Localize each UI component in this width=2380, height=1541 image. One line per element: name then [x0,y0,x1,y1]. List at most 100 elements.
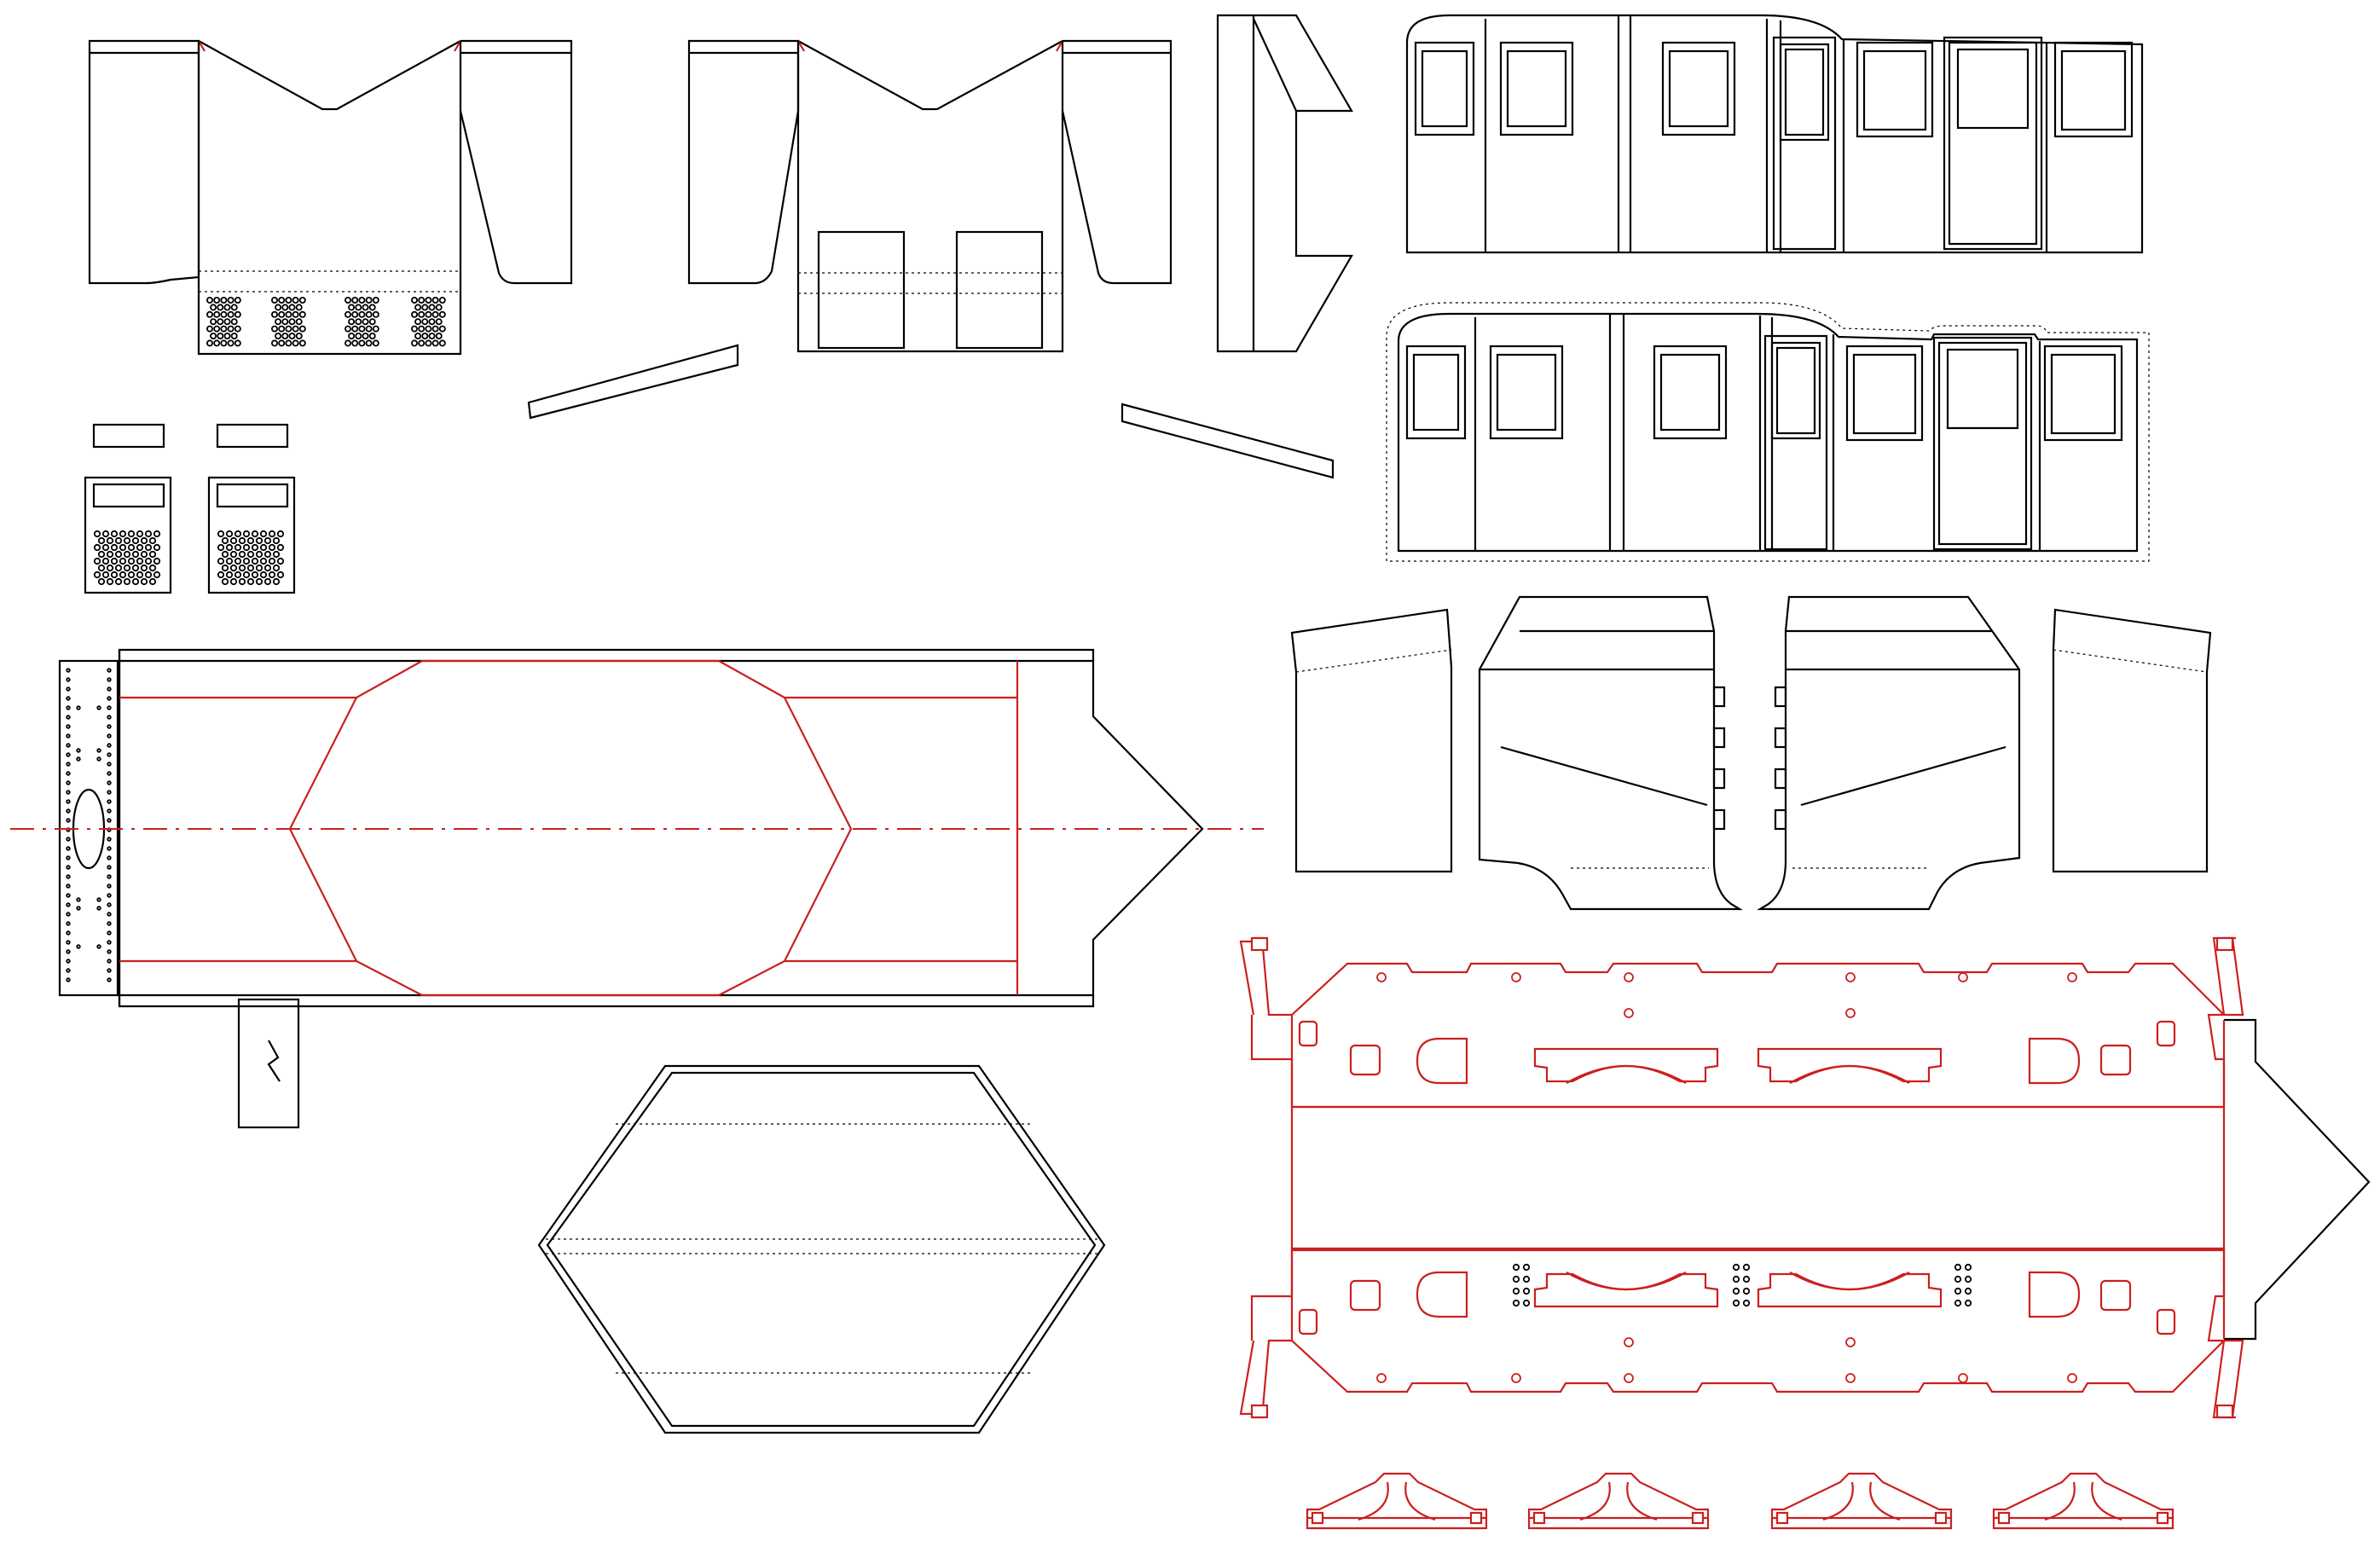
grille-hole [97,536,106,545]
rivet [96,944,101,949]
grille-hole [229,550,238,559]
grille-hole [144,543,153,552]
grille-hole [276,543,285,552]
grille-hole [131,564,140,572]
grille-hole [242,543,251,552]
grille-hole [101,571,110,579]
grille-hole [223,332,231,339]
grille-hole [272,564,281,572]
rivet [66,668,71,673]
bogie-slot [1997,1511,2011,1525]
grille-hole [131,577,140,586]
end-panel-3 [1757,595,2021,911]
rivet [107,771,112,776]
grille-hole [106,536,114,545]
grille-hole [410,310,418,318]
grille-hole [246,550,255,559]
grille-hole [238,550,246,559]
grille-hole [230,304,238,311]
flange-hole [1958,972,1968,982]
grille-hole [362,318,369,326]
rivet [107,808,112,814]
grille-hole [225,557,234,565]
rivet [107,790,112,795]
grille-hole [421,332,429,339]
grille-hole [110,530,119,538]
rivet [1964,1299,1972,1307]
grille-hole [110,557,119,565]
grille-hole [206,339,213,347]
body-side-lower [1386,302,2150,562]
grille-hole [348,304,356,311]
grille-hole [230,332,238,339]
rivet [66,968,71,973]
grille-hole [221,564,229,572]
grille-hole [227,310,235,318]
grille-hole [101,557,110,565]
flange-hole [1624,1337,1634,1347]
rivet [107,818,112,823]
bogie-slot [1775,1511,1789,1525]
rivet [107,733,112,739]
grille-hole [144,530,153,538]
grille-hole [295,318,303,326]
grille-hole [272,550,281,559]
grille-hole [285,310,292,318]
grille-hole [106,550,114,559]
grille-hole [418,325,426,333]
rivet [107,930,112,936]
grille-hole [281,318,289,326]
rivet [1732,1299,1740,1307]
end-slot-right [2156,1308,2176,1335]
grille-hole [234,296,241,304]
grille-hole [238,577,246,586]
grille-hole [234,325,241,333]
rivet [107,696,112,701]
rivet [76,897,81,902]
grille-hole [418,310,426,318]
rivet [107,883,112,889]
rivet [107,668,112,673]
grille-hole [136,571,144,579]
grille-hole [93,571,101,579]
rounded-cutout [1416,1037,1468,1085]
grille-hole [259,557,268,565]
grille-hole [123,577,131,586]
grille-hole [225,543,234,552]
grille-hole [418,296,426,304]
end-slot-left [1298,1308,1318,1335]
rivet [1512,1299,1520,1307]
grille-hole [217,543,225,552]
rivet-strip [66,668,112,982]
rivet [1964,1287,1972,1295]
rounded-cutout [1416,1271,1468,1318]
frame-top-plate [10,648,1264,1008]
rivet [107,968,112,973]
cab-rear-wrap [687,39,1173,353]
grille-hole [234,557,242,565]
rivet [1512,1287,1520,1295]
bogie-slot [1469,1511,1483,1525]
grille-hole [259,530,268,538]
rivet [107,949,112,954]
grille-hole [136,530,144,538]
rivet [1964,1275,1972,1283]
grille-hole [372,310,379,318]
grille-hole [225,530,234,538]
rivet [107,959,112,964]
spring-arc [1566,1065,1687,1084]
buffer-right [2215,1404,2234,1419]
grille-hole [351,296,359,304]
chassis-outline [1250,936,2244,1109]
grille-hole [263,564,272,572]
rivet [1732,1275,1740,1283]
grille-hole [217,332,224,339]
grille-hole [410,339,418,347]
grille-hole [148,564,157,572]
grille-hole [119,557,127,565]
grille-hole [246,536,255,545]
grille-hole [140,550,148,559]
grille-hole [234,543,242,552]
grille-hole [344,310,351,318]
flange-hole [1511,1373,1521,1383]
